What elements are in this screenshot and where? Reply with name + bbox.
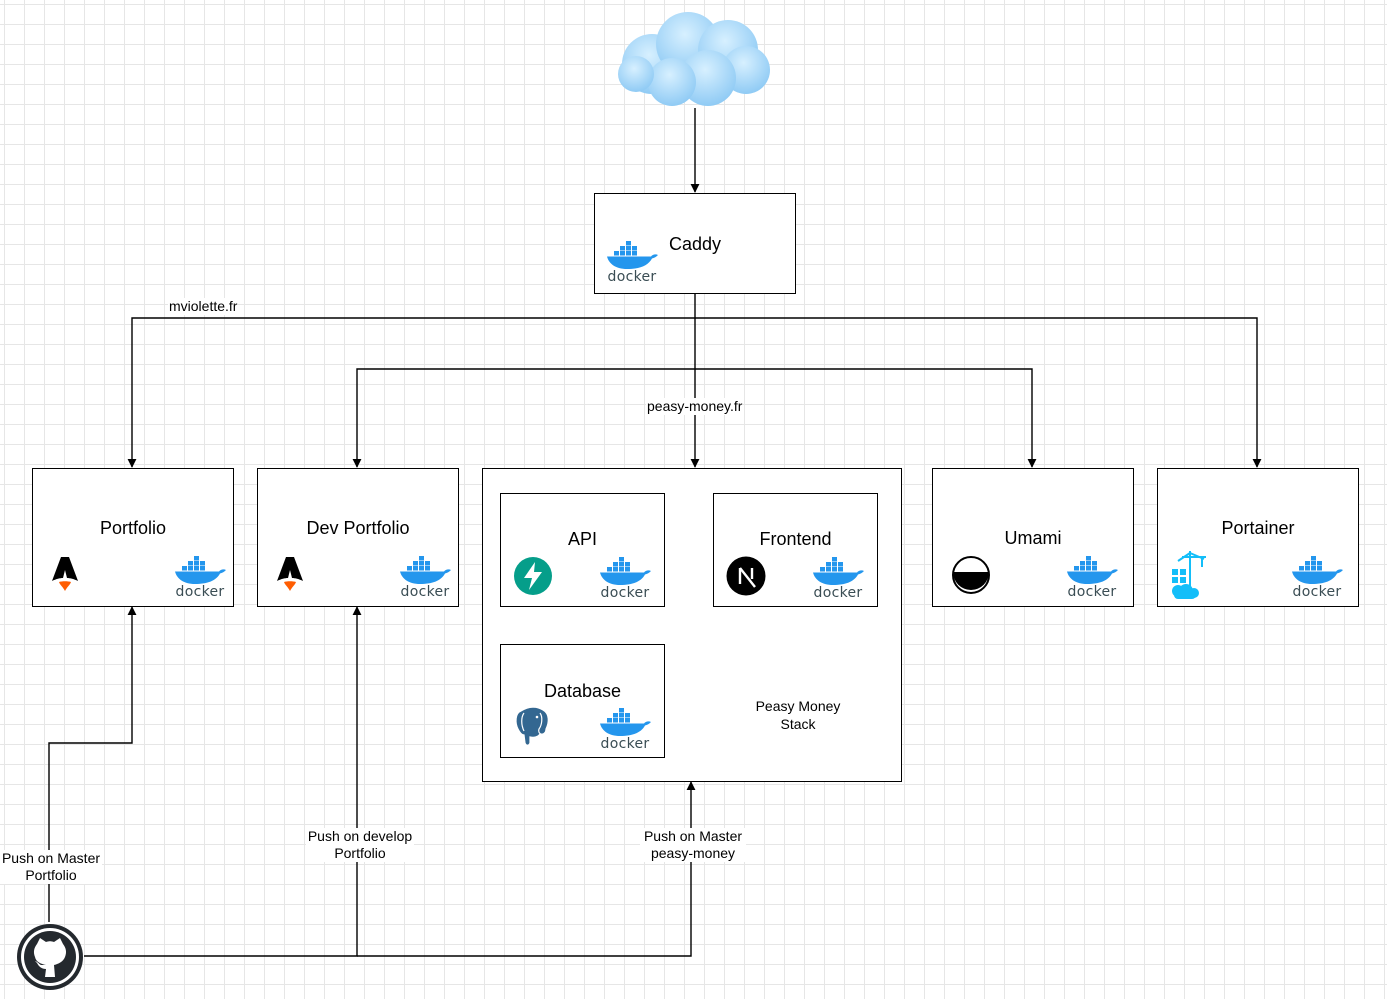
astro-glyph bbox=[277, 557, 303, 591]
docker-icon: docker bbox=[398, 555, 452, 599]
stack-label: Peasy Money Stack bbox=[723, 697, 873, 733]
edge-github-portfolio bbox=[48, 606, 137, 922]
dev-portfolio-title: Dev Portfolio bbox=[306, 518, 410, 538]
docker-whale-glyph bbox=[600, 557, 651, 585]
edge-caddy-portainer bbox=[695, 317, 1262, 468]
docker-icon: docker bbox=[605, 240, 659, 284]
caddy-title: Caddy bbox=[668, 234, 722, 254]
docker-wordmark: docker bbox=[600, 585, 650, 601]
edge-label-peasy-money: peasy-money.fr bbox=[646, 398, 744, 415]
portainer-title: Portainer bbox=[1221, 518, 1295, 538]
edge-label-line: Push on develop bbox=[307, 828, 413, 844]
docker-wordmark: docker bbox=[600, 736, 650, 752]
fastapi-logo-icon bbox=[514, 557, 552, 595]
docker-wordmark: docker bbox=[400, 584, 450, 600]
edge-caddy-dev-portfolio bbox=[352, 318, 696, 468]
dev-portfolio-node[interactable]: Dev Portfolio docker bbox=[257, 468, 459, 607]
docker-wordmark: docker bbox=[1292, 584, 1342, 600]
api-title: API bbox=[567, 529, 597, 549]
docker-whale-glyph bbox=[400, 556, 451, 584]
astro-logo-icon bbox=[275, 555, 305, 596]
frontend-title: Frontend bbox=[759, 529, 832, 549]
docker-whale-glyph bbox=[1292, 556, 1343, 584]
edge-label-line: Portfolio bbox=[25, 867, 77, 883]
portfolio-node[interactable]: Portfolio docker bbox=[32, 468, 234, 607]
umami-logo-icon bbox=[952, 556, 990, 594]
cloud-icon bbox=[618, 12, 770, 106]
docker-whale-glyph bbox=[175, 556, 226, 584]
database-title: Database bbox=[543, 681, 622, 701]
edge-label-line: Push on Master bbox=[643, 828, 743, 844]
docker-icon: docker bbox=[598, 556, 652, 600]
docker-wordmark: docker bbox=[813, 585, 863, 601]
astro-logo-icon bbox=[50, 555, 80, 596]
docker-whale-glyph bbox=[600, 708, 651, 736]
postgresql-elephant-icon bbox=[515, 706, 549, 746]
api-node[interactable]: API docker bbox=[500, 493, 665, 607]
edge-label-line: Push on Master bbox=[1, 850, 101, 866]
edge-label-mviolette: mviolette.fr bbox=[168, 298, 239, 315]
edge-label-push-master-portfolio: Push on Master Portfolio bbox=[0, 850, 102, 884]
docker-wordmark: docker bbox=[175, 584, 225, 600]
database-node[interactable]: Database docker bbox=[500, 644, 665, 758]
docker-wordmark: docker bbox=[607, 269, 657, 285]
portainer-node[interactable]: Portainer docker bbox=[1157, 468, 1359, 607]
umami-node[interactable]: Umami docker bbox=[932, 468, 1134, 607]
docker-icon: docker bbox=[811, 556, 865, 600]
docker-whale-glyph bbox=[813, 557, 864, 585]
edge-github-dev-portfolio bbox=[84, 606, 362, 957]
github-octocat-icon[interactable] bbox=[15, 922, 85, 992]
docker-whale-glyph bbox=[607, 241, 658, 269]
edge-caddy-portfolio bbox=[127, 294, 696, 468]
edge-label-line: peasy-money bbox=[650, 845, 736, 861]
docker-icon: docker bbox=[1065, 555, 1119, 599]
frontend-node[interactable]: Frontend docker bbox=[713, 493, 878, 607]
docker-icon: docker bbox=[173, 555, 227, 599]
docker-whale-glyph bbox=[1067, 556, 1118, 584]
edge-github-peasy-stack bbox=[357, 781, 696, 957]
umami-title: Umami bbox=[1004, 528, 1062, 548]
docker-wordmark: docker bbox=[1067, 584, 1117, 600]
edge-caddy-umami bbox=[695, 368, 1037, 468]
portfolio-title: Portfolio bbox=[99, 518, 167, 538]
edge-label-push-develop-portfolio: Push on develop Portfolio bbox=[306, 828, 414, 862]
caddy-node[interactable]: Caddy docker bbox=[594, 193, 796, 294]
astro-glyph bbox=[52, 557, 78, 591]
edge-label-push-master-peasy: Push on Master peasy-money bbox=[640, 828, 746, 862]
docker-icon: docker bbox=[598, 707, 652, 751]
portainer-logo-icon bbox=[1172, 551, 1206, 599]
stack-label-line: Stack bbox=[780, 716, 816, 732]
docker-icon: docker bbox=[1290, 555, 1344, 599]
stack-label-line: Peasy Money bbox=[755, 698, 841, 714]
edge-label-line: Portfolio bbox=[334, 845, 386, 861]
nextjs-logo-icon bbox=[726, 556, 766, 596]
